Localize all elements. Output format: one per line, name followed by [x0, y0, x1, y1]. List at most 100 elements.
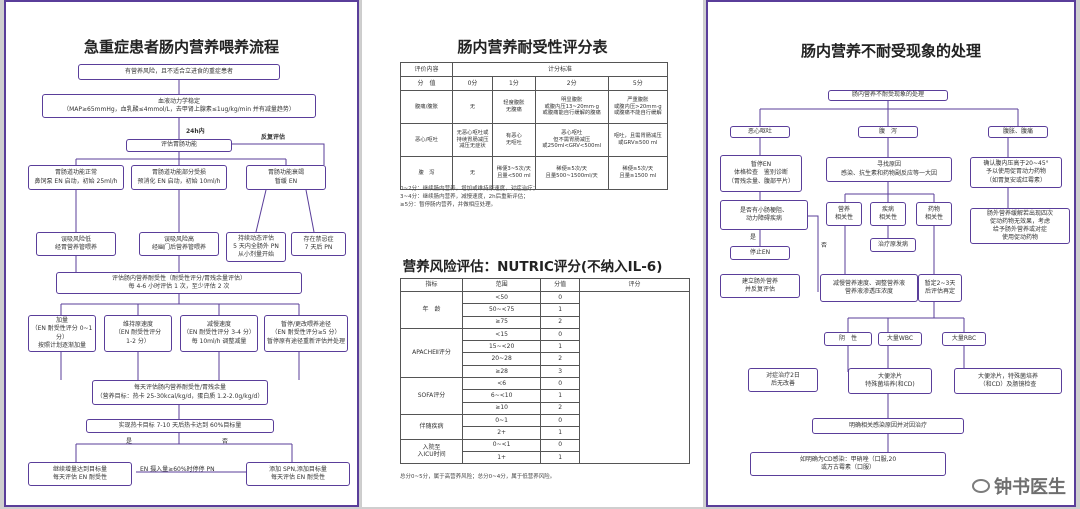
range-cell: 6~<10	[461, 389, 542, 403]
node-gi-partial: 胃肠道功能部分受损预消化 EN 启动，初始 10ml/h	[131, 165, 227, 190]
table-cell: 稀便≥5次/天 且量≥1500 ml	[607, 156, 669, 190]
label-no: 否	[222, 438, 229, 445]
score-cell: 0	[540, 413, 580, 428]
table-row: 1+1	[401, 450, 690, 465]
score-cell: 0	[540, 290, 580, 305]
node-rbc: 大量RBC	[942, 332, 986, 346]
range-cell: 1+	[461, 450, 542, 465]
table-header-row: 评价内容计分标准	[400, 62, 668, 77]
label-no: 否	[821, 242, 828, 249]
table-cell: 腹痛/腹胀	[400, 90, 453, 124]
range-cell: 2+	[461, 426, 542, 440]
score-cell: 1	[540, 340, 580, 354]
score-cell: 1	[540, 426, 580, 440]
node-tolerance-evaluation: 评估肠内营养耐受性（耐受性评分/胃残余量评估）每 4-6 小时评估 1 次，至少…	[56, 272, 302, 294]
score-cell: 0	[540, 377, 580, 391]
table-header-row: 指标范围分值评分	[400, 278, 690, 292]
note-line: ≥5分：暂停肠内营养，并做相应处理。	[400, 201, 497, 208]
watermark: 钟书医生	[972, 473, 1066, 499]
range-cell: 0~1	[461, 413, 542, 428]
panel1-title: 急重症患者肠内营养喂养流程	[83, 38, 279, 56]
node-calorie-target: 实现热卡目标 7-10 天后热卡达到 60%目标量	[86, 419, 274, 433]
table-cell: 明显腹胀 或腹内压13~20mm·g 或腹痛能自行缓解的腹痛	[534, 90, 609, 124]
score-cell: 2	[540, 401, 580, 415]
indicator-cell: 伴随疾病	[400, 413, 463, 440]
table-row: 2+1	[401, 426, 690, 440]
header-cell: 计分标准	[452, 62, 668, 77]
node-drug-related: 药物相关性	[916, 202, 952, 226]
range-cell: <15	[461, 327, 542, 342]
node-pn-if-ineffective: 肠外营养缓解若出现四次促动药物无效果，考虑给予肠外营养或对症使用促动药物	[970, 208, 1070, 244]
score-cell: 2	[540, 315, 580, 329]
node-stool-smear-wbc: 大便涂片特殊菌培养(和CD)	[848, 368, 932, 394]
label-repeat-evaluation: 反复评估	[261, 134, 286, 141]
header-cell: 2分	[534, 76, 609, 91]
score-cell: 2	[540, 352, 580, 366]
range-cell: 15~<20	[461, 340, 542, 354]
node-nutrition-risk-patients: 有营养风险，且不适合立进食的重症患者	[78, 64, 280, 80]
node-intolerance-root: 肠内营养不耐受现象的处理	[828, 90, 948, 101]
node-negative: 阴 性	[824, 332, 872, 346]
node-stool-smear-rbc: 大便涂片，特殊菌培养（和CD）及肠镜检查	[954, 368, 1062, 394]
node-daily-tolerance: 每天评估肠内营养耐受性/胃残余量（营养目标：热卡 25-30kcal/kg/d，…	[92, 380, 268, 405]
node-low-aspiration: 误吸风险低经胃营养管喂养	[36, 232, 116, 256]
nutric-note: 总分0~5分，属于高营养风险；总分0~4分，属于低营养风险。	[400, 474, 556, 480]
range-cell: 20~28	[461, 352, 542, 366]
range-cell: <6	[461, 377, 542, 391]
node-add-spn: 添加 SPN,添加目标量每天评估 EN 耐受性	[246, 462, 350, 486]
tolerance-notes: 0~2分：继续肠内营养，增加或维持原速度，对症治疗； 3~4分：继续肠内营养，减…	[400, 186, 538, 210]
header-cell: 1分	[491, 76, 536, 91]
blank-score-cell	[579, 290, 690, 465]
table-row: 恶心/呕吐无恶心呕吐或 持续胃肠减压 减压无症状有恶心 无呕吐恶心呕吐 但不需胃…	[400, 123, 669, 157]
node-diarrhea: 腹 泻	[858, 126, 918, 138]
score-cell: 0	[540, 327, 580, 342]
node-slow-down: 减慢速度（EN 耐受性评分 3-4 分）每 10ml/h 调整减量	[180, 315, 258, 352]
table-cell: 有恶心 无呕吐	[491, 123, 536, 157]
range-cell: <50	[461, 290, 542, 305]
node-find-cause: 寻找原因感染、抗生素和药物副反应等一大因	[826, 157, 952, 182]
score-cell: 1	[540, 303, 580, 317]
panel3-title: 肠内营养不耐受现象的处理	[800, 42, 981, 60]
header-cell: 0分	[452, 76, 493, 91]
tolerance-table-title: 肠内营养耐受性评分表	[457, 38, 608, 56]
range-cell: ≥10	[461, 401, 542, 415]
node-symptomatic: 对症治疗2日后无改善	[748, 368, 818, 392]
node-nutrition-related: 营养相关性	[826, 202, 862, 226]
score-cell: 1	[540, 389, 580, 403]
header-cell: 分 值	[400, 76, 453, 91]
node-disease-related: 疾病相关性	[870, 202, 906, 226]
intolerance-handling-panel: 肠内营养不耐受现象的处理 肠内营养不耐受现象的处理 恶心呕吐 腹 泻 腹	[706, 0, 1076, 507]
node-establish-pn: 建立肠外营养并反复评估	[720, 274, 800, 298]
header-cell: 指标	[400, 278, 463, 292]
range-cell: 50~<75	[461, 303, 542, 317]
indicator-cell: 年 龄	[400, 291, 463, 329]
score-cell: 3	[540, 364, 580, 379]
node-nausea-vomiting: 恶心呕吐	[730, 126, 790, 138]
table-cell: 恶心/呕吐	[400, 123, 453, 157]
label-yes: 是	[126, 438, 133, 445]
table-cell: 呕吐，且需胃肠减压 或GRV≥500 ml	[607, 123, 669, 157]
label-within-24h: 24h内	[186, 128, 205, 135]
indicator-cell: SOFA评分	[400, 377, 463, 415]
node-wait-evaluate: 暂定2~3天后评估再定	[918, 274, 962, 302]
node-pause-change-route: 暂停/更改喂养途径（EN 耐受性评分≥5 分）暂停原有途径重新评估并处理	[264, 315, 348, 352]
label-yes: 是	[750, 234, 757, 241]
table-cell: 稀便≥5次/天 且量500~1500ml/天	[534, 156, 609, 190]
range-cell: 0~<1	[461, 438, 542, 452]
node-wbc: 大量WBC	[878, 332, 922, 346]
node-bloating-pain: 腹胀、腹痛	[988, 126, 1048, 138]
node-high-aspiration: 误吸风险高经幽门后营养管喂养	[139, 232, 219, 256]
table-cell: 无	[452, 90, 493, 124]
